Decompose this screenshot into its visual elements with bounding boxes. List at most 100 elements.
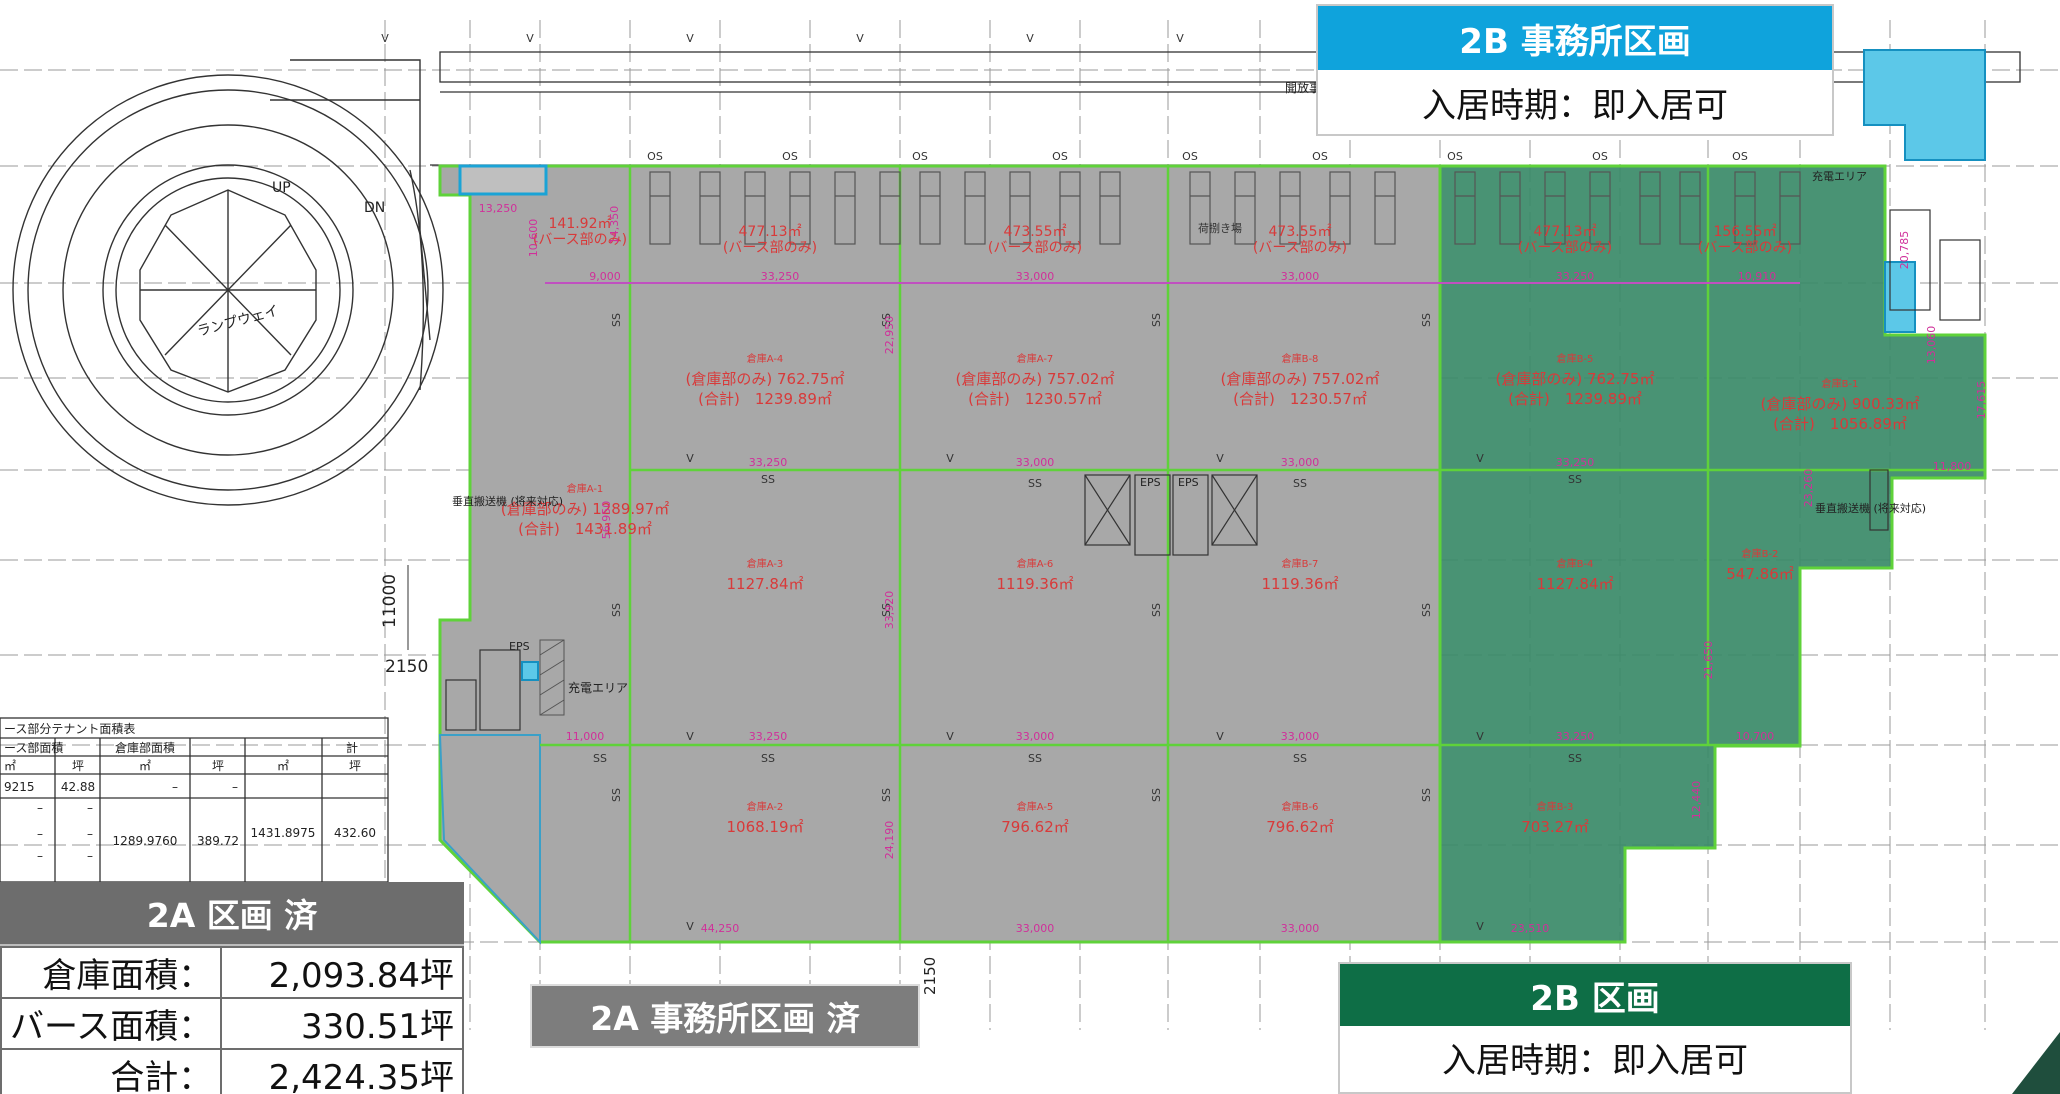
- panel-2a-office: 2A 事務所区画 済: [530, 984, 920, 1048]
- charge-area-left-label: 充電エリア: [568, 680, 628, 695]
- dim-label-top: 33,000: [1281, 270, 1320, 283]
- ss-marker: SS: [1028, 752, 1042, 765]
- dim-label-mid1: 33,250: [749, 456, 788, 469]
- dim-label-top: 13,250: [479, 202, 518, 215]
- warehouse-area-label: 1127.84㎡: [1536, 575, 1613, 593]
- dimension-labels: 33,250 33,000 33,000 33,250 10,910 9,000 13,25…: [479, 202, 1988, 935]
- ss-marker: SS: [1150, 788, 1163, 802]
- eps-label-3: EPS: [509, 640, 530, 653]
- v-marker: V: [686, 730, 694, 743]
- ss-marker: SS: [610, 313, 623, 327]
- dim-label-vertical: 56,950: [600, 501, 613, 540]
- berth-bay: [1189, 171, 1211, 245]
- table-cell: –: [37, 827, 43, 841]
- ss-marker: SS: [761, 752, 775, 765]
- warehouse-area-label: 796.62㎡: [1001, 818, 1069, 836]
- table-unit: 坪: [72, 759, 84, 773]
- warehouse-name-label: 倉庫B-7: [1282, 557, 1319, 570]
- berth-bay: [1279, 171, 1301, 245]
- ss-marker: SS: [593, 752, 607, 765]
- os-marker: OS: [782, 150, 798, 163]
- plan-labels: 141.92㎡(バース部のみ)477.13㎡(バース部のみ)473.55㎡(バー…: [381, 32, 1919, 933]
- berth-bay: [1454, 171, 1476, 245]
- warehouse-name-label: 倉庫A-5: [1017, 800, 1054, 813]
- core-stairs: [445, 209, 1981, 731]
- dim-label-vertical: 22,950: [883, 316, 896, 355]
- warehouse-area-label: 1119.36㎡: [1261, 575, 1338, 593]
- table-cell: 1431.8975: [251, 826, 316, 840]
- berth-note-label: (バース部のみ): [533, 232, 627, 248]
- os-marker: OS: [1447, 150, 1463, 163]
- table-cell: –: [87, 827, 93, 841]
- ss-marker: SS: [1150, 603, 1163, 617]
- eps-label-1: EPS: [1140, 476, 1161, 489]
- v-marker: V: [686, 452, 694, 465]
- zone-lines: [540, 166, 1985, 942]
- warehouse-name-label: 倉庫B-8: [1282, 352, 1319, 365]
- berth-bay: [1499, 171, 1521, 245]
- warehouse-area-label: (倉庫部のみ) 762.75㎡: [1496, 370, 1655, 388]
- berth-area-label: 477.13㎡: [1534, 224, 1597, 240]
- v-marker: V: [1026, 32, 1034, 45]
- v-marker: V: [946, 730, 954, 743]
- dim-2150-left: 2150: [385, 657, 428, 677]
- ramp-dn-label: DN: [364, 200, 385, 216]
- berth-bay: [964, 171, 986, 245]
- area-2b: [1438, 164, 1987, 944]
- vertical-conveyor-right: 垂直搬送機 (将来対応): [1815, 501, 1926, 515]
- panel-2b-office: 2B 事務所区画 入居時期：即入居可: [1316, 4, 1834, 136]
- berth-bay: [649, 171, 671, 245]
- dim-label-top: 33,250: [761, 270, 800, 283]
- ss-marker: SS: [1420, 603, 1433, 617]
- dim-label-vertical: 14,350: [608, 206, 621, 245]
- ss-marker: SS: [1420, 788, 1433, 802]
- panel-2a-row: 倉庫面積： 2,093.84坪: [0, 946, 464, 999]
- dim-label-mid2: 10,700: [1736, 730, 1775, 743]
- panel-2b-office-move-in: 入居時期：即入居可: [1422, 85, 1728, 126]
- dim-label-mid1: 33,000: [1016, 456, 1055, 469]
- os-marker: OS: [1312, 150, 1328, 163]
- dim-label-top: 10,910: [1738, 270, 1777, 283]
- table-cell: –: [172, 780, 178, 794]
- table-unit: 坪: [349, 759, 361, 773]
- warehouse-area-label: (倉庫部のみ) 757.02㎡: [1221, 370, 1380, 388]
- ramp-up-label: UP: [272, 180, 291, 196]
- panel-2a-row: 合計： 2,424.35坪: [0, 1048, 464, 1094]
- warehouse-area-label: 796.62㎡: [1266, 818, 1334, 836]
- dim-label-vertical: 10,600: [527, 219, 540, 258]
- dim-label-top: 9,000: [589, 270, 621, 283]
- warehouse-total-label: (合計) 1239.89㎡: [1508, 390, 1642, 408]
- panel-2b-office-title: 2B 事務所区画: [1318, 6, 1832, 70]
- berth-bay: [1099, 171, 1121, 245]
- ramp: [12, 59, 444, 506]
- berth-bay: [1234, 171, 1256, 245]
- warehouse-area-label: (倉庫部のみ) 1289.97㎡: [501, 500, 670, 518]
- ss-marker: SS: [1420, 313, 1433, 327]
- eps-label-2: EPS: [1178, 476, 1199, 489]
- berth-note-label: (バース部のみ): [1698, 240, 1792, 256]
- os-marker: OS: [1592, 150, 1608, 163]
- berth-bay: [1679, 171, 1701, 245]
- open-label: 開放事: [1285, 80, 1321, 95]
- v-marker: V: [381, 32, 389, 45]
- warehouse-area-label: (倉庫部のみ) 757.02㎡: [956, 370, 1115, 388]
- dim-label-mid2: 11,000: [566, 730, 605, 743]
- table-cell: 42.88: [61, 780, 95, 794]
- vertical-conveyor-left: 垂直搬送機 (将来対応): [452, 494, 563, 508]
- corner-decoration: [2012, 1032, 2060, 1094]
- warehouse-total-label: (合計) 1056.89㎡: [1773, 415, 1907, 433]
- berth-bay: [879, 171, 901, 245]
- warehouse-total-label: (合計) 1431.89㎡: [518, 520, 652, 538]
- table-cell: –: [37, 801, 43, 815]
- table-unit: 坪: [212, 759, 224, 773]
- warehouse-name-label: 倉庫A-2: [747, 800, 784, 813]
- dim-label-mid1: 33,000: [1281, 456, 1320, 469]
- berth-bays: [649, 171, 1801, 245]
- dim-label-bottom: 44,250: [701, 922, 740, 935]
- dim-label-top: 33,250: [1556, 270, 1595, 283]
- v-marker: V: [1216, 452, 1224, 465]
- dim-2150-bottom: 2150: [921, 957, 939, 995]
- panel-2a-label: バース面積：: [0, 997, 223, 1050]
